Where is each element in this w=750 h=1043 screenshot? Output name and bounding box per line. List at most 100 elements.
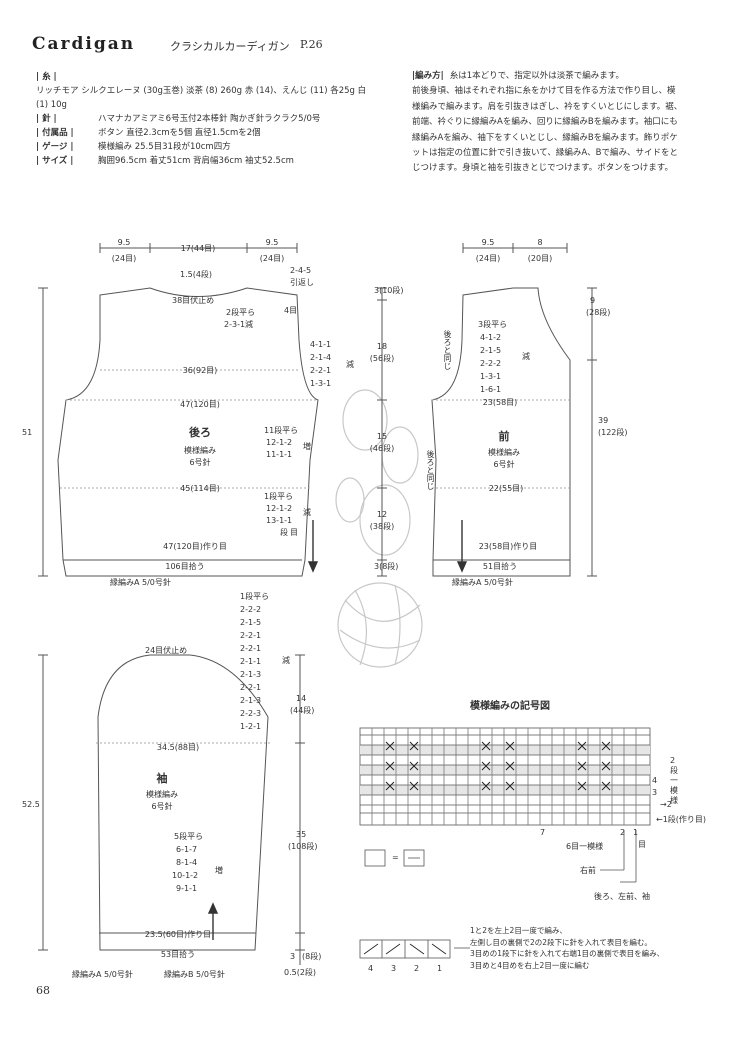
sleeve-body-height: 35 [296, 830, 307, 839]
front-neck-dec: 3段平ら [478, 320, 508, 329]
front-waist-width: 22(55目) [488, 484, 524, 493]
sleeve-hem-a: 3 [290, 952, 296, 961]
instructions-line: 前端、衿ぐりに縁編みAを編み、回りに縁編みBを編みます。袖口にも [412, 117, 678, 128]
instructions-line: じつけます。身頃と袖を引抜きとじでつけます。ボタンをつけます。 [412, 163, 673, 174]
front-neck-dec: 2-1-5 [480, 346, 502, 355]
chart-repeat-7: 7 [540, 828, 546, 837]
back-neck-dec-head: 2段平ら [226, 308, 256, 317]
front-chest-width: 23(58目) [482, 398, 518, 407]
front-cast-on: 23(58目)作り目 [478, 542, 538, 551]
front-needle: 6号針 [493, 460, 515, 469]
sleeve-cap-dec: 2-1-3 [240, 696, 262, 705]
instructions-line: 前後身頃、袖はそれぞれ指に糸をかけて目を作る方法で作り目し、模 [412, 86, 676, 97]
sleeve-cap-dec: 2-1-5 [240, 618, 262, 627]
back-top-right-stitches: (24目) [259, 254, 285, 263]
back-top-right-width: 9.5 [265, 238, 279, 247]
front-neck-rows: (28段) [586, 308, 611, 317]
sleeve-cap-dec: 2-1-3 [240, 670, 262, 679]
chart-left-label: 4 [652, 776, 658, 785]
back-armhole-dec: 1-3-1 [310, 379, 332, 388]
pattern-title: Cardigan [32, 34, 136, 54]
sleeve-inc: 10-1-2 [172, 871, 199, 880]
note-line: 3目めと4目めを右上2目一度に編む [470, 960, 590, 970]
sleeve-total-height: 52.5 [22, 800, 40, 809]
back-side-dec: 13-1-1 [266, 516, 293, 525]
symbol-num: 1 [437, 964, 443, 973]
sleeve-cap-dec: 2-1-1 [240, 657, 262, 666]
yarn-value-2: (1) 10g [36, 100, 67, 110]
chart-repeat-2: 2 [620, 828, 626, 837]
chart-row-label: 段 [670, 766, 678, 775]
note-line: 左側し目の裏側で2の2段下に針を入れて表目を編む。 [470, 937, 652, 947]
chart-left-label: 3 [652, 788, 658, 797]
center-low-height: 12 [376, 510, 388, 519]
back-stitch: 模様編み [184, 446, 216, 455]
back-name: 後ろ [189, 426, 211, 439]
back-total-height: 51 [22, 428, 33, 437]
size-label: | サイズ | [36, 156, 74, 166]
needle-value: ハマナカアミアミ6号玉付2本棒針 陶かぎ針ラクラク5/0号 [98, 114, 321, 124]
back-chest-width: 47(120目) [180, 400, 220, 409]
pattern-subtitle: クラシカルカーディガン [170, 40, 290, 53]
back-shoulder: 2-4-5 [290, 266, 312, 275]
center-mid-height: 15 [376, 432, 388, 441]
notions-label: | 付属品 | [36, 128, 74, 138]
front-outline [431, 287, 571, 577]
chart-row-label: 模 [670, 786, 678, 795]
chart-color-rest: 後ろ、左前、袖 [594, 892, 650, 901]
back-side-inc: 11-1-1 [266, 450, 293, 459]
front-neck-height: 9 [590, 296, 596, 305]
symbol-num: 4 [368, 964, 374, 973]
chart-row-label: 2 [670, 756, 676, 765]
page-reference: P.26 [300, 38, 323, 51]
instructions-line: 縁編みAを編み、袖下をすくいとじし、縁編みBを編みます。飾りポケ [412, 132, 678, 143]
center-armhole-height: 18 [376, 342, 388, 351]
sleeve-cap-dec: 2-2-1 [240, 644, 262, 653]
front-top-left-stitches: (24目) [475, 254, 501, 263]
sleeve-cap-dec-label: 減 [282, 656, 290, 665]
front-stitch: 模様編み [488, 448, 520, 457]
center-armhole-rows-2: (56段) [369, 354, 395, 363]
instructions-heading: |編み方| [412, 71, 444, 81]
back-shoulder-sub: 引返し [290, 278, 314, 287]
front-pickup: 51目拾う [482, 562, 518, 571]
chart-cast-on-mark: ←1段(作り目) [656, 815, 707, 824]
back-neck-dec-1: 2-3-1減 [224, 320, 254, 329]
back-top-left-stitches: (24目) [111, 254, 137, 263]
back-armhole-dec: 4-1-1 [310, 340, 332, 349]
yarn-value-1: リッチモア シルクエレーヌ (30g玉巻) 淡茶 (8) 260g 赤 (14)… [36, 86, 367, 96]
instructions-line: ットは指定の位置に針で引き抜いて、縁編みA、Bで編み、サイドをと [412, 148, 678, 159]
back-top-left-width: 9.5 [117, 238, 131, 247]
note-line: 3目めの1段下に針を入れて右端1目の裏側で表目を編み、 [470, 949, 665, 958]
stitch-chart-title: 模様編みの記号図 [470, 701, 550, 712]
back-side-dec-head: 1段平ら [264, 492, 294, 501]
front-body-rows: (122段) [598, 428, 628, 437]
front-neck-dec: 2-2-2 [480, 359, 502, 368]
sleeve-cap-dec: 2-2-2 [240, 605, 262, 614]
sleeve-hem-b: 0.5(2段) [284, 968, 317, 977]
back-shoulder-rows: 4目 [284, 306, 298, 315]
sleeve-cap-rows: (44段) [290, 706, 315, 715]
sleeve-cap-dec: 1段平ら [240, 592, 270, 601]
back-neck-bind: 38目伏止め [172, 296, 215, 305]
sleeve-inc: 8-1-4 [176, 858, 198, 867]
needle-label: | 針 | [36, 114, 57, 124]
back-waist-width: 45(114目) [180, 484, 220, 493]
back-neck-depth: 1.5(4段) [180, 270, 213, 279]
center-armhole-rows: 3(10段) [374, 286, 404, 295]
back-top-mid: 17(44目) [180, 244, 216, 253]
size-value: 胸囲96.5cm 着丈51cm 背肩幅36cm 袖丈52.5cm [98, 156, 294, 166]
back-side-inc-head: 11段平ら [264, 426, 299, 435]
chart-right-mark: →2 [660, 800, 672, 809]
sleeve-inc-head: 5段平ら [174, 832, 204, 841]
sleeve-stitch: 模様編み [146, 790, 178, 799]
page-number: 68 [36, 984, 50, 997]
instructions-line: 糸は1本どりで、指定以外は淡茶で編みます。 [449, 71, 624, 81]
back-border: 縁編みA 5/0号針 [110, 578, 171, 587]
sleeve-hem-a-rows: (8段) [302, 952, 322, 961]
sleeve-border-a: 縁編みA 5/0号針 [72, 970, 133, 979]
chart-row-label: 一 [670, 776, 678, 785]
back-side-inc: 12-1-2 [266, 438, 293, 447]
center-mid-rows: (46段) [369, 444, 395, 453]
symbol-num: 2 [414, 964, 420, 973]
